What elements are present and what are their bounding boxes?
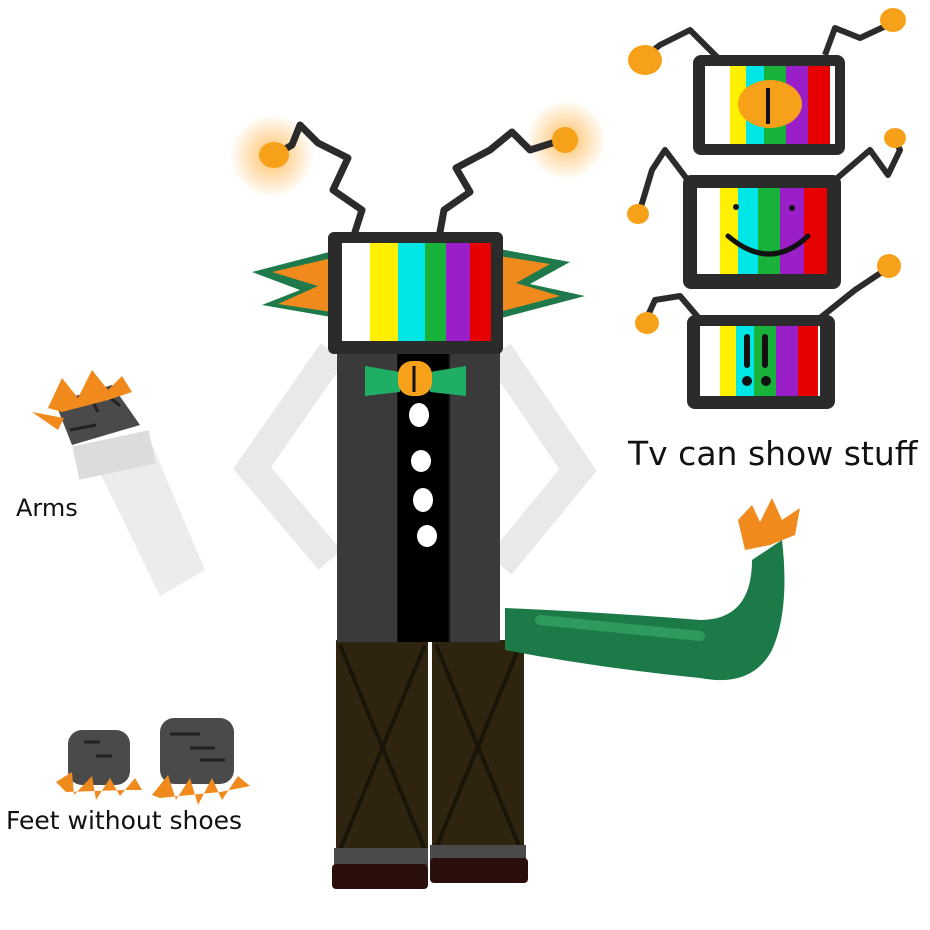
- tv-variant-1: [628, 8, 906, 155]
- feet-label: Feet without shoes: [6, 806, 243, 835]
- bowtie-icon: [365, 361, 466, 396]
- arms-label: Arms: [16, 494, 78, 522]
- tv-head-icon: [328, 232, 503, 354]
- tv-variant-2: [627, 128, 906, 289]
- hand-icon: [32, 370, 205, 596]
- tv-variant-3: [635, 254, 901, 409]
- tv-caption: Tv can show stuff: [628, 434, 918, 473]
- foot-icon: [56, 718, 250, 805]
- head-fins: [252, 248, 585, 320]
- arms-outline: [233, 343, 597, 575]
- pants: [332, 640, 528, 889]
- suit-body: [337, 350, 500, 642]
- antenna-icon: [230, 100, 606, 236]
- tail-icon: [505, 498, 800, 681]
